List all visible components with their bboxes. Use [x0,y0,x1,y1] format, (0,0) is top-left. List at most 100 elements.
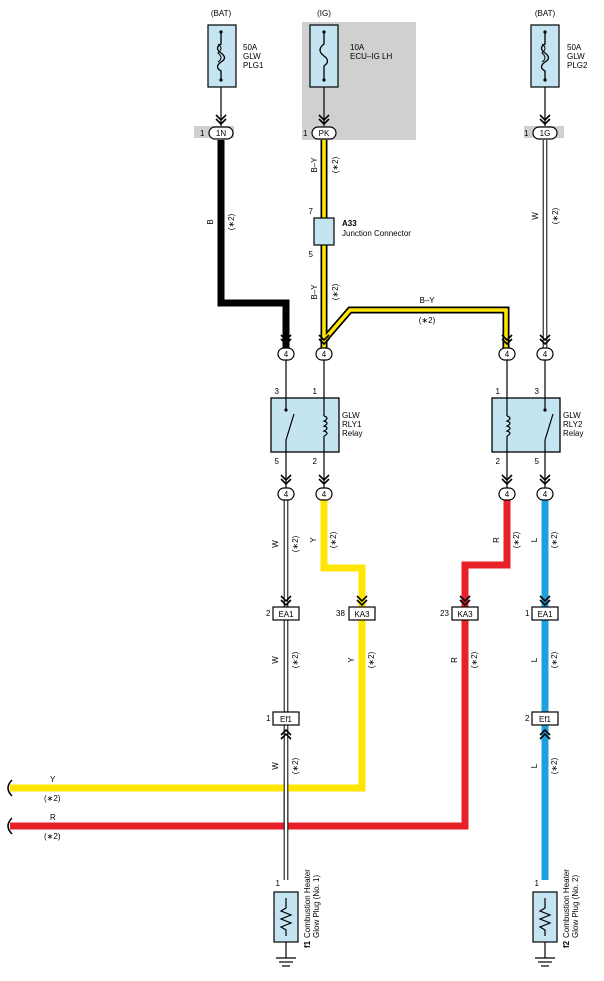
svg-text:B–Y: B–Y [419,296,435,305]
svg-text:4: 4 [322,490,327,499]
fuse-name-2: PLG1 [243,61,264,70]
relay-name: RLY1 [342,420,362,429]
pin-number: 2 [496,457,501,466]
connector-code: 1G [540,129,551,138]
fuse-ecu-ig-lh: (IG) 10A ECU–IG LH [309,9,392,88]
svg-text:B: B [206,219,215,224]
glow-plug-2: 1 f2 Combustion Heater Glow Plug (No. 2) [532,869,580,967]
wire-label-b: B (∗2) [206,213,236,230]
svg-text:Y: Y [50,775,56,784]
glow-plug-1: 1 f1 Combustion Heater Glow Plug (No. 1) [273,869,321,967]
connector-ka3-23: 23 KA3 [440,595,479,621]
svg-text:W: W [271,540,280,548]
wire-break-r [7,817,13,835]
fuse-source: (BAT) [211,9,232,18]
svg-text:(∗2): (∗2) [44,832,61,841]
pin-number: 1 [496,387,501,396]
pin-number: 3 [275,387,280,396]
svg-text:W: W [531,212,540,220]
connector-1g: 1 1G [524,126,558,140]
svg-text:KA3: KA3 [354,610,370,619]
relay-name: GLW [563,411,581,420]
fuse-rating: 10A [350,43,365,52]
plug-name: Combustion Heater [303,869,312,938]
svg-text:4: 4 [505,490,510,499]
connector-ka3-38: 38 KA3 [336,595,376,621]
wire-break-y [7,779,13,797]
svg-text:(∗2): (∗2) [331,283,340,300]
svg-text:4: 4 [284,350,289,359]
svg-text:1: 1 [525,609,530,618]
svg-text:(∗2): (∗2) [291,651,300,668]
plug-name: Combustion Heater [562,869,571,938]
svg-text:(∗2): (∗2) [227,213,236,230]
svg-text:R: R [50,813,56,822]
relay-name: Relay [563,429,583,438]
svg-text:4: 4 [505,350,510,359]
svg-text:(∗2): (∗2) [470,651,479,668]
connector-ea1-right: 1 EA1 [525,595,559,621]
svg-text:(∗2): (∗2) [551,207,560,224]
svg-text:4: 4 [322,350,327,359]
connector-ea1-left: 2 EA1 [266,595,300,621]
wire-labels-lower: W (∗2) L (∗2) Y (∗2) R (∗2) [44,757,559,841]
fuse-source: (IG) [317,9,331,18]
svg-text:(∗2): (∗2) [291,535,300,552]
svg-text:B–Y: B–Y [310,157,319,173]
svg-text:(∗2): (∗2) [512,531,521,548]
wire-r [10,500,511,830]
svg-text:4: 4 [543,350,548,359]
svg-text:EA1: EA1 [537,610,553,619]
fuse-name-2: PLG2 [567,61,588,70]
pin-number: 3 [535,387,540,396]
relay-connectors-top: 4 4 4 4 [277,334,554,398]
svg-text:Ef1: Ef1 [280,715,293,724]
plug-name: Glow Plug (No. 2) [571,875,580,938]
svg-text:Y: Y [309,537,318,543]
relay-name: Relay [342,429,362,438]
connector-ef1-left: 1 Ef1 [266,711,300,740]
svg-text:R: R [492,537,501,543]
fuse-rating: 50A [243,43,258,52]
plug-id: f1 [303,940,312,948]
connector-1n: 1 1N [200,126,234,140]
fuse-name: GLW [243,52,261,61]
svg-text:L: L [530,657,539,662]
svg-text:23: 23 [440,609,449,618]
svg-text:Ef1: Ef1 [539,715,552,724]
wire-labels-mid-lower: W (∗2) Y (∗2) R (∗2) L (∗2) [271,651,559,668]
svg-text:(∗2): (∗2) [550,651,559,668]
pin-number: 1 [276,879,281,888]
svg-text:(∗2): (∗2) [550,531,559,548]
fuse-name: ECU–IG LH [350,52,392,61]
junction-name: Junction Connector [342,229,411,238]
pin-number: 5 [535,457,540,466]
svg-text:R: R [450,657,459,663]
plug-id: f2 [562,940,571,948]
relay-glw-rly1: 3 1 5 2 GLW RLY1 Relay [270,387,362,466]
pin-number: 5 [275,457,280,466]
wire-y [10,500,366,792]
pin-number: 1 [200,129,205,138]
svg-text:(∗2): (∗2) [419,316,436,325]
pin-number: 1 [303,129,308,138]
fuse-glw-plg2: (BAT) 50A GLW PLG2 [530,9,588,88]
svg-text:Y: Y [347,657,356,663]
svg-text:EA1: EA1 [278,610,294,619]
svg-text:4: 4 [284,490,289,499]
wire-label-by-horizontal: B–Y (∗2) [419,296,436,325]
pin-number: 1 [313,387,318,396]
svg-text:L: L [530,537,539,542]
wire-by [320,140,510,348]
svg-text:(∗2): (∗2) [44,794,61,803]
fuse-rating: 50A [567,43,582,52]
svg-text:(∗2): (∗2) [329,531,338,548]
svg-text:(∗2): (∗2) [291,757,300,774]
plug-name: Glow Plug (No. 1) [312,875,321,938]
connector-pk: 1 PK [303,126,337,140]
relay-connectors-bottom: 4 4 4 4 [277,452,554,501]
wire-label-by-top: B–Y (∗2) [310,156,340,173]
svg-text:KA3: KA3 [457,610,473,619]
svg-text:4: 4 [543,490,548,499]
